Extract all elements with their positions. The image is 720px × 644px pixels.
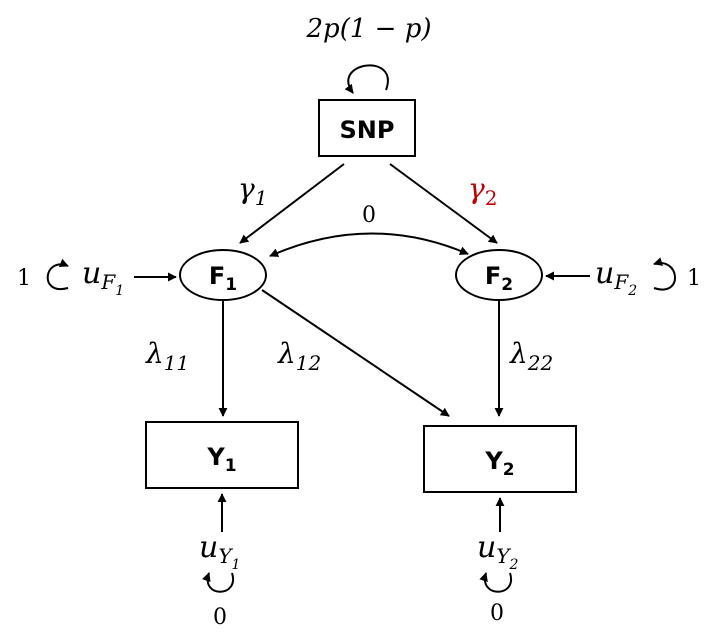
snp-label: SNP bbox=[340, 116, 395, 144]
uy1-variance-loop bbox=[202, 572, 235, 593]
snp-to-f2-arrow bbox=[389, 163, 498, 244]
f2-label: F2 bbox=[485, 262, 513, 295]
f1-node bbox=[179, 249, 267, 301]
uy1-label: uY1 bbox=[199, 530, 240, 573]
factor-covariance-arrow bbox=[269, 232, 469, 257]
uy2-variance-loop bbox=[479, 572, 513, 593]
lambda11-label: λ11 bbox=[145, 337, 189, 375]
uf2-variance-label: 1 bbox=[687, 266, 701, 291]
gamma2-label: γ2 bbox=[468, 172, 497, 210]
snp-variance-label: 2p(1 − p) bbox=[305, 14, 431, 44]
y2-node bbox=[423, 425, 577, 493]
uy2-label: uY2 bbox=[477, 530, 519, 573]
factor-covariance-label: 0 bbox=[362, 203, 376, 228]
uy1-variance-label: 0 bbox=[213, 605, 227, 630]
uf1-label: uF1 bbox=[82, 256, 124, 299]
y1-node bbox=[145, 421, 299, 489]
snp-to-f1-arrow bbox=[239, 163, 345, 244]
snp-variance-loop bbox=[344, 64, 389, 94]
y2-label: Y2 bbox=[484, 447, 514, 480]
uf2-variance-loop bbox=[653, 257, 676, 291]
uf1-variance-loop bbox=[46, 258, 69, 291]
uy2-variance-label: 0 bbox=[490, 601, 504, 626]
snp-node bbox=[318, 99, 416, 157]
f1-to-y2-arrow bbox=[261, 289, 450, 417]
uf2-label: uF2 bbox=[595, 256, 637, 299]
lambda12-label: λ12 bbox=[277, 337, 321, 375]
lambda22-label: λ22 bbox=[509, 337, 553, 375]
f2-node bbox=[455, 249, 543, 301]
f1-label: F1 bbox=[209, 262, 237, 295]
y1-label: Y1 bbox=[206, 443, 236, 476]
uf1-variance-label: 1 bbox=[17, 266, 31, 291]
gamma1-label: γ1 bbox=[238, 172, 267, 210]
